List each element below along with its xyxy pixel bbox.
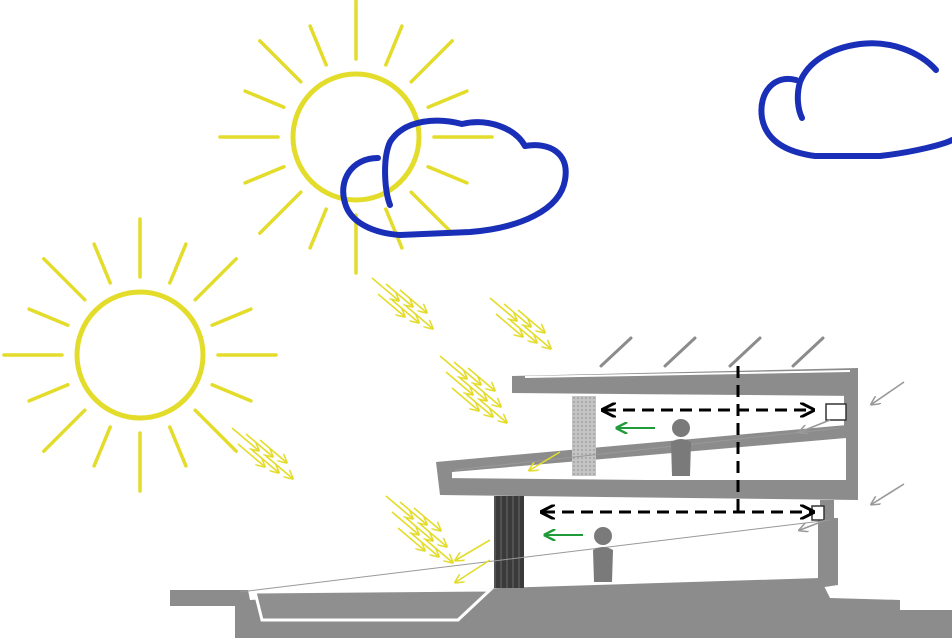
lower-vent	[811, 505, 825, 521]
sun-rays	[218, 0, 494, 275]
arrow-icon	[399, 289, 426, 312]
wind-flow	[800, 381, 905, 530]
sun-ray	[308, 207, 328, 250]
arrow-icon	[391, 299, 418, 322]
sun-ray	[426, 89, 469, 109]
person-icon	[671, 419, 691, 476]
arrow-icon	[800, 419, 831, 432]
solar-radiation	[231, 277, 561, 582]
arrow-icon	[377, 293, 404, 316]
sun-ray	[243, 89, 286, 109]
arrow-icon	[265, 455, 292, 478]
sun-ray	[243, 165, 286, 185]
arrow-icon	[245, 433, 272, 456]
arrow-icon	[473, 383, 500, 406]
perforated-screen	[572, 396, 596, 476]
sun-ray	[168, 425, 188, 468]
arrow-icon	[439, 355, 466, 378]
sun-ray	[409, 190, 454, 235]
sun-ray	[27, 307, 70, 327]
arrow-icon	[419, 523, 446, 546]
sun-ray	[308, 24, 328, 67]
cloud-icon	[340, 117, 569, 238]
arrow-icon	[872, 483, 905, 504]
arrow-icon	[872, 381, 905, 404]
arrow-icon	[451, 387, 478, 410]
person-icon	[593, 527, 613, 582]
arrow-icon	[385, 495, 412, 518]
arrow-icon	[413, 507, 440, 530]
arrow-icon	[411, 533, 438, 556]
arrow-icon	[251, 449, 278, 472]
building-section	[436, 368, 858, 588]
solar-panels	[599, 336, 825, 368]
sun-ray	[210, 307, 253, 327]
sun-ray	[42, 257, 87, 302]
arrow-icon	[459, 377, 486, 400]
upper-vent	[825, 403, 847, 421]
arrow-icon	[231, 427, 258, 450]
arrow-icon	[465, 393, 492, 416]
upper-back-wall	[844, 390, 858, 426]
ground-slope	[170, 578, 952, 638]
arrow-icon	[530, 451, 561, 470]
sun-icon	[218, 0, 494, 275]
arrow-icon	[405, 305, 432, 328]
retaining-wall	[818, 518, 838, 588]
sun-ray	[384, 207, 404, 250]
sun-ray	[92, 425, 112, 468]
arrow-icon	[456, 559, 491, 582]
sun-ray	[42, 408, 87, 453]
pool	[253, 588, 494, 622]
dark-column	[494, 496, 524, 588]
sun-rays	[2, 217, 278, 493]
fresh-air-flow	[546, 428, 655, 535]
arrow-icon	[405, 517, 432, 540]
arrow-icon	[517, 309, 544, 332]
cloud-icon	[758, 40, 952, 159]
arrow-icon	[479, 399, 506, 422]
arrow-icon	[425, 539, 452, 562]
arrow-icon	[467, 367, 494, 390]
upper-floor-top	[440, 478, 846, 492]
sun-ray	[193, 257, 238, 302]
arrow-icon	[237, 443, 264, 466]
arrow-icon	[445, 371, 472, 394]
sun-ray	[27, 383, 70, 403]
arrow-icon	[509, 319, 536, 342]
arrow-icon	[399, 501, 426, 524]
arrow-icon	[385, 283, 412, 306]
arrow-icon	[523, 325, 550, 348]
sun-icon	[2, 217, 278, 493]
sun-ray	[210, 383, 253, 403]
arrow-icon	[259, 439, 286, 462]
arrow-icon	[503, 303, 530, 326]
arrow-icon	[397, 527, 424, 550]
sun-ray	[258, 190, 303, 235]
sun-ray	[409, 39, 454, 84]
sun-ray	[384, 24, 404, 67]
upper-floor-void	[452, 438, 846, 480]
sun-ray	[258, 39, 303, 84]
arrow-icon	[391, 511, 418, 534]
arrow-icon	[456, 539, 491, 560]
sun-ray	[426, 165, 469, 185]
sightlines	[239, 427, 841, 593]
arrow-icon	[495, 313, 522, 336]
arrow-icon	[489, 297, 516, 320]
ventilation-airflow	[543, 366, 812, 512]
terrain	[170, 518, 952, 638]
sun-ray	[168, 242, 188, 285]
arrow-icon	[800, 519, 827, 530]
sun-ray	[92, 242, 112, 285]
arrow-icon	[371, 277, 398, 300]
roof-glazing	[524, 370, 851, 378]
sun-ray	[193, 408, 238, 453]
arrow-icon	[453, 361, 480, 384]
